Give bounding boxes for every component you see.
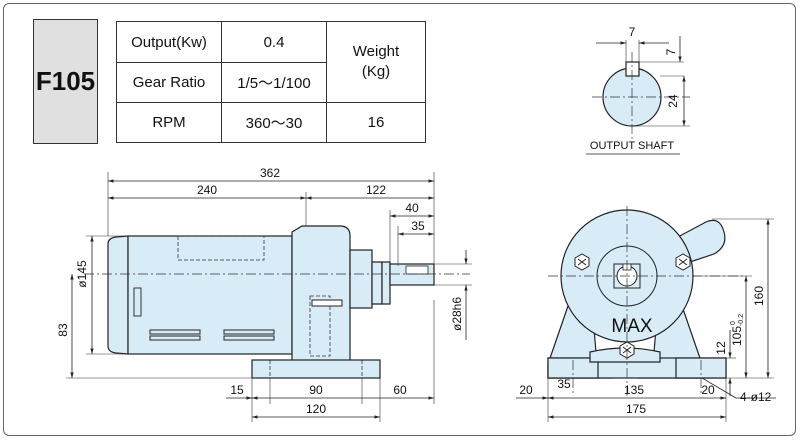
right-20-dim: 20 [701,383,715,397]
output-shaft-detail: 7 7 24 OUTPUT SHAFT [586,25,690,155]
height-160-dim: 160 [752,286,766,306]
base-foot [251,359,381,379]
base-15-dim: 15 [230,383,244,397]
base-60-dim: 60 [393,383,407,397]
foot-12-dim: 12 [714,341,728,355]
side-view: 362 240 122 40 35 ø145 83 ø28h6 [56,166,472,422]
gearbox-flange [349,249,373,309]
key-depth-dim: 7 [664,48,678,55]
terminal-box [177,235,265,261]
spec-table: Output(Kw) 0.4 Weight (Kg) Gear Ratio 1/… [116,21,426,143]
shaft-keyway [625,61,640,77]
output-value: 0.4 [221,21,327,63]
key-width-dim: 7 [629,25,636,39]
motor-length-dim: 240 [197,183,217,197]
motor-dia-dim: ø145 [75,260,89,288]
max-label: MAX [611,316,653,337]
width-175-dim: 175 [626,402,646,416]
shaft-height-dim: 24 [666,94,680,108]
front-view: MAX 160 1050-0.2 12 20 35 135 20 175 4-ø… [516,206,776,422]
motor-end-cap [107,235,129,355]
hole-callout: 4-ø12 [740,390,772,404]
span-135-dim: 135 [624,383,644,397]
base-120-dim: 120 [306,402,326,416]
shaft-40-dim: 40 [405,201,419,215]
shaft-height-83-dim: 83 [56,323,70,337]
output-shaft-title: OUTPUT SHAFT [590,140,674,152]
model-label: F105 [33,19,98,144]
center-height-value: 105 [730,326,744,346]
gear-length-dim: 122 [366,183,386,197]
gearbox-housing [291,225,351,371]
center-tol-upper: 0 [730,321,737,325]
cooling-fins [149,329,275,341]
left-20-dim: 20 [519,383,533,397]
rpm-value: 360～30 [221,102,327,143]
center-tol-lower: -0.2 [738,314,745,326]
motor-nameplate [133,287,142,317]
center-height-dim: 1050-0.2 [730,314,745,346]
shaft-dia-dim: ø28h6 [450,297,464,331]
gear-ratio-value: 1/5～1/100 [221,62,327,103]
overall-length-dim: 362 [260,166,280,180]
base-90-dim: 90 [309,383,323,397]
gear-ratio-label: Gear Ratio [116,62,222,103]
weight-value: 16 [326,102,426,143]
foot-35-dim: 35 [557,377,571,391]
rpm-label: RPM [116,102,222,143]
shaft-35-dim: 35 [411,219,425,233]
